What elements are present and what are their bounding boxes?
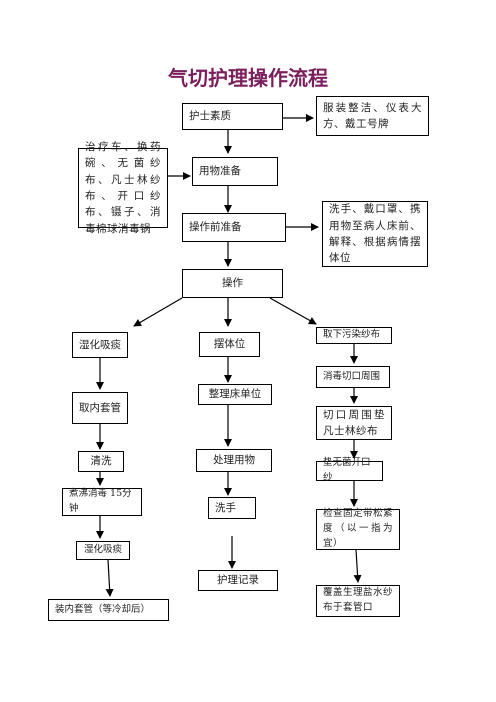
- page-title: 气切护理操作流程: [168, 66, 328, 90]
- node-nurse-quality: 护士素质: [182, 103, 283, 130]
- node-remove-inner-cannula: 取内套管: [72, 392, 128, 424]
- node-install-inner-cannula: 装内套管（等冷却后）: [48, 599, 169, 621]
- node-wash-hands: 洗手: [208, 497, 256, 519]
- node-vaseline-gauze: 切口周围垫凡士林纱布: [316, 406, 392, 440]
- arrow-right-5: [353, 549, 362, 583]
- node-boil-disinfect: 煮沸消毒 15分钟: [62, 488, 142, 516]
- node-tidy-bed: 整理床单位: [198, 384, 272, 405]
- node-items-list: 治疗车、换药碗、无菌纱布、凡士林纱布、开口纱布、镊子、消毒棉球消毒锅: [78, 141, 168, 235]
- node-clean: 清洗: [78, 451, 124, 472]
- node-dress-note: 服装整洁、仪表大方、戴工号牌: [316, 96, 429, 136]
- arrow-op-to-left: [133, 297, 183, 327]
- node-handle-items: 处理用物: [196, 449, 272, 472]
- node-sterile-gauze: 垫无菌开口纱: [316, 457, 383, 483]
- node-pre-operation: 操作前准备: [182, 213, 286, 242]
- node-disinfect-incision: 消毒切口周围: [316, 366, 390, 388]
- node-check-strap: 检查固定带松紧度（以一指为宜）: [316, 508, 400, 550]
- node-operation: 操作: [182, 269, 283, 298]
- node-humidify-suction: 湿化吸痰: [72, 332, 128, 358]
- node-items-prep: 用物准备: [192, 157, 278, 186]
- node-remove-dirty-gauze: 取下污染纱布: [316, 327, 392, 344]
- node-saline-gauze: 覆盖生理盐水纱布于套管口: [316, 585, 400, 617]
- node-nursing-record: 护理记录: [198, 570, 278, 591]
- node-humidify-suction-2: 湿化吸痰: [76, 541, 130, 560]
- arrow-left-5: [105, 559, 114, 597]
- node-pre-note: 洗手、戴口罩、携用物至病人床前、解释、根据病情摆体位: [322, 201, 428, 267]
- arrow-op-to-right: [269, 297, 317, 325]
- node-position: 摆体位: [199, 332, 260, 357]
